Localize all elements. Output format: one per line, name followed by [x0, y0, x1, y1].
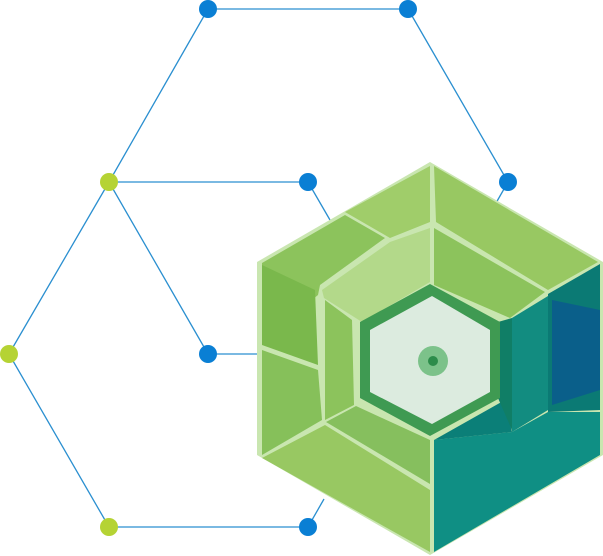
gem-facet: [512, 296, 548, 432]
network-node-blue: [299, 173, 317, 191]
gem-facet: [262, 350, 322, 455]
gem-facet: [434, 228, 545, 318]
network-node-blue: [499, 173, 517, 191]
network-edge: [108, 8, 209, 183]
gem-facet: [552, 300, 600, 405]
gem-facet: [434, 166, 598, 290]
network-node-blue: [299, 518, 317, 536]
network-nodes: [0, 0, 517, 536]
gem-facet: [262, 265, 318, 365]
gem-core-dot: [428, 356, 438, 366]
network-node-blue: [199, 345, 217, 363]
network-node-lime: [100, 173, 118, 191]
gem-facet: [325, 300, 354, 420]
network-node-blue: [199, 0, 217, 18]
network-edge: [8, 353, 110, 528]
hexagon-gem-icon: [257, 162, 603, 555]
gem-facet: [322, 228, 430, 322]
network-edge: [108, 181, 209, 355]
gem-facet: [434, 400, 512, 440]
network-edge: [407, 8, 509, 183]
gem-facet: [262, 425, 430, 552]
network-node-lime: [0, 345, 18, 363]
network-node-lime: [100, 518, 118, 536]
gem-facet: [345, 166, 430, 238]
gem-facet: [498, 318, 512, 430]
network-node-blue: [399, 0, 417, 18]
gem-facet: [326, 406, 430, 484]
gem-facet: [434, 412, 600, 552]
network-edge: [8, 181, 110, 355]
